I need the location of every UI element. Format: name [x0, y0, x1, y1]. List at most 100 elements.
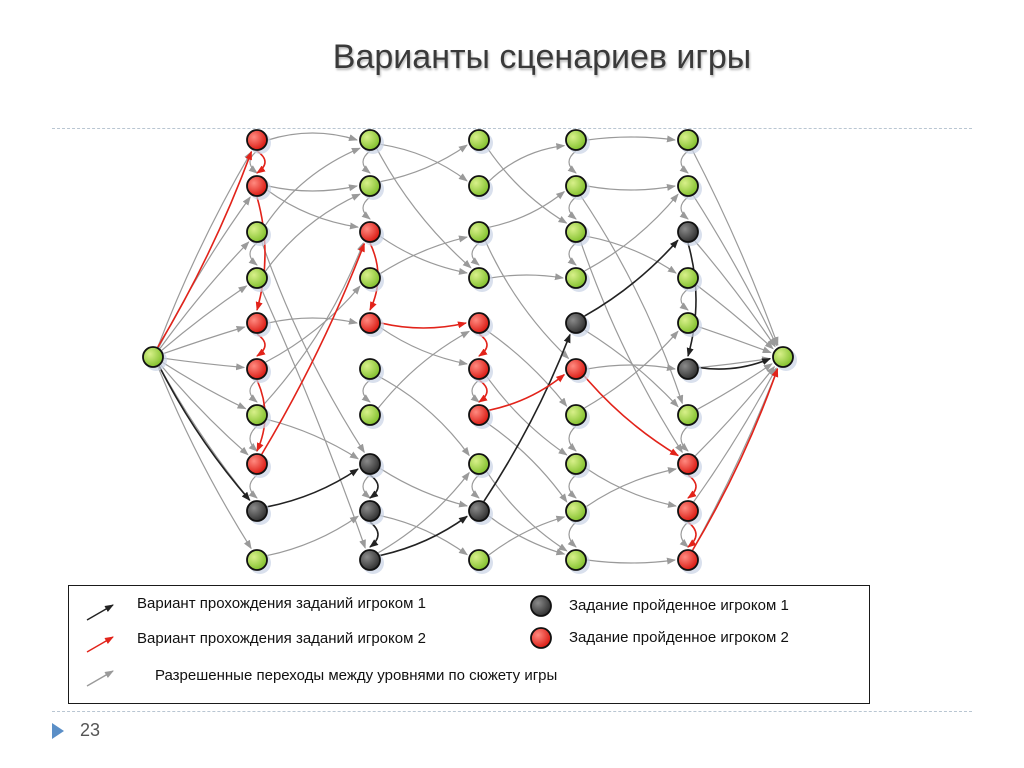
allowed-transition-arrow [486, 471, 568, 552]
task-node [565, 267, 587, 289]
allowed-transition-arrow [470, 474, 480, 499]
allowed-transition-arrow [361, 196, 371, 220]
allowed-transition-arrow [567, 242, 577, 266]
legend-arrow-allowed-icon [86, 670, 114, 687]
allowed-transition-arrow [161, 285, 248, 351]
task-node-player1 [359, 549, 381, 571]
task-node-player2 [246, 453, 268, 475]
task-node-player2 [246, 312, 268, 334]
allowed-transition-arrow [567, 425, 577, 452]
task-node-player1 [246, 500, 268, 522]
allowed-transition-arrow [488, 515, 566, 556]
task-node-player2 [468, 404, 490, 426]
allowed-transition-arrow [265, 285, 361, 363]
allowed-transition-arrow [567, 521, 577, 548]
allowed-transition-arrow [158, 365, 251, 501]
task-node [565, 549, 587, 571]
task-node-player2 [359, 312, 381, 334]
allowed-transition-arrow [679, 521, 689, 548]
allowed-transition-arrow [692, 367, 779, 551]
allowed-transition-arrow [162, 361, 247, 410]
allowed-transition-arrow [248, 474, 258, 499]
task-node [677, 129, 699, 151]
player2-route-arrow [687, 521, 697, 548]
allowed-transition-arrow [486, 376, 568, 456]
task-node-player1 [359, 453, 381, 475]
allowed-transition-arrow [692, 195, 778, 347]
allowed-transition-arrow [586, 183, 676, 191]
allowed-transition-arrow [584, 330, 679, 409]
allowed-transition-arrow [377, 471, 470, 554]
start-node [142, 346, 164, 368]
task-node [246, 221, 268, 243]
allowed-transition-arrow [679, 150, 689, 174]
task-node [677, 404, 699, 426]
task-node [565, 129, 587, 151]
allowed-transition-arrow [160, 364, 249, 456]
allowed-transition-arrow [585, 467, 677, 508]
task-node-player2 [359, 221, 381, 243]
legend-label-player2-route: Вариант прохождения заданий игроком 2 [137, 630, 426, 647]
allowed-transition-arrow [379, 144, 468, 183]
task-node-player2 [677, 500, 699, 522]
allowed-transition-arrow [379, 326, 468, 366]
bottom-divider [52, 711, 972, 712]
task-node [468, 549, 490, 571]
player1-route-arrow [267, 468, 359, 508]
allowed-transition-arrow [698, 326, 772, 354]
allowed-transition-arrow [586, 364, 676, 372]
task-node [359, 267, 381, 289]
allowed-transition-arrow [377, 330, 470, 409]
player1-route-arrow [584, 239, 679, 317]
page-arrow-icon [52, 723, 64, 739]
allowed-transition-arrow [586, 135, 676, 143]
player2-route-arrow [380, 321, 467, 329]
allowed-transition-arrow [361, 474, 371, 499]
allowed-transition-arrow [266, 418, 359, 460]
allowed-transition-arrow [379, 514, 468, 556]
allowed-transition-arrow [379, 235, 468, 275]
allowed-transitions [157, 132, 779, 565]
allowed-transition-arrow [267, 132, 358, 141]
task-node-player2 [677, 453, 699, 475]
allowed-transition-arrow [379, 467, 469, 508]
end-node [772, 346, 794, 368]
task-node [468, 175, 490, 197]
task-node [359, 404, 381, 426]
task-node [565, 221, 587, 243]
task-node [468, 267, 490, 289]
allowed-transition-arrow [262, 242, 364, 407]
top-divider [52, 128, 972, 129]
player1-route-arrow [686, 242, 697, 357]
player2-route-arrow [255, 196, 266, 311]
allowed-transition-arrow [586, 557, 676, 565]
allowed-transition-arrow [567, 196, 577, 220]
allowed-transition-arrow [567, 150, 577, 174]
allowed-transition-arrow [488, 143, 566, 182]
allowed-transition-arrow [378, 375, 470, 457]
task-node [468, 129, 490, 151]
player1-route-arrow [369, 474, 379, 499]
allowed-transition-arrow [586, 235, 677, 274]
allowed-transition-arrow [470, 379, 480, 403]
player1-route [158, 239, 772, 557]
allowed-transition-arrow [376, 148, 472, 269]
allowed-transition-arrow [696, 284, 774, 350]
legend-node-player1-icon [530, 595, 552, 617]
allowed-transition-arrow [379, 235, 468, 275]
allowed-transition-arrow [248, 379, 258, 403]
allowed-transition-arrow [584, 193, 679, 272]
task-node-player1 [359, 500, 381, 522]
allowed-transition-arrow [163, 325, 246, 355]
slide-title: Варианты сценариев игры [332, 38, 752, 76]
allowed-transition-arrow [486, 330, 568, 407]
player2-route-arrow [256, 150, 266, 174]
allowed-transition-arrow [694, 240, 776, 348]
allowed-transition-arrow [679, 425, 689, 452]
page-number: 23 [80, 720, 101, 740]
allowed-transition-arrow [260, 287, 366, 549]
task-node [677, 312, 699, 334]
allowed-transition-arrow [580, 241, 683, 454]
task-node-player1 [677, 358, 699, 380]
